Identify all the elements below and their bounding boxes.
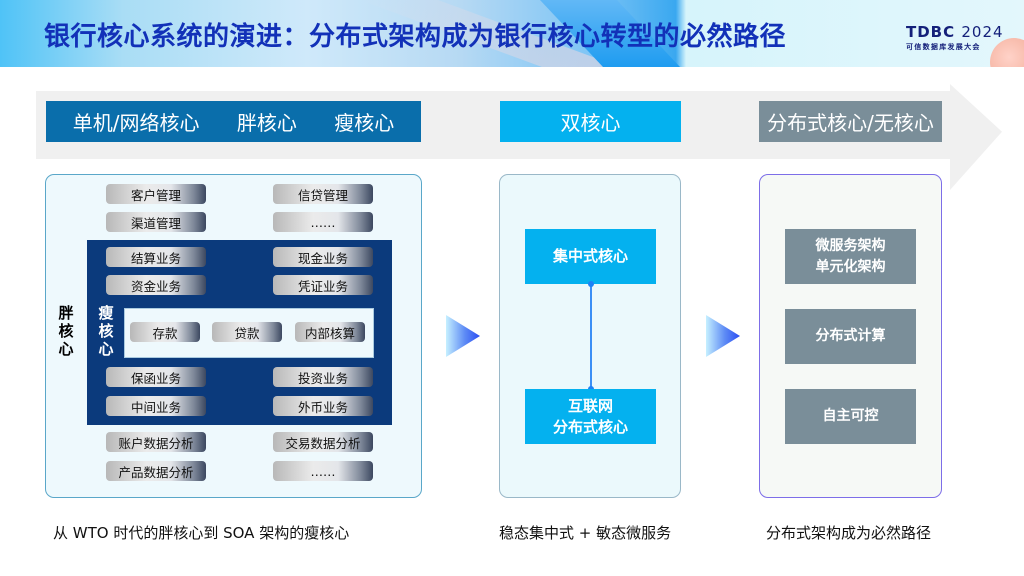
connector-dot bbox=[588, 281, 594, 287]
stage-label-dual-core-text: 双核心 bbox=[560, 111, 621, 135]
module-ellipsis: …… bbox=[273, 212, 373, 232]
stage-label-thin-core: 瘦核心 bbox=[334, 111, 395, 135]
internet-core-line1: 互联网 bbox=[567, 396, 613, 415]
distributed-computing-label: 分布式计算 bbox=[815, 328, 886, 344]
module-account-analytics: 账户数据分析 bbox=[106, 432, 206, 452]
thin-core-label-char: 瘦 bbox=[98, 304, 114, 322]
stage-label-fat-core: 胖核心 bbox=[236, 111, 297, 135]
fat-core-label-char: 心 bbox=[58, 340, 74, 358]
module-transaction-analytics: 交易数据分析 bbox=[273, 432, 373, 452]
stage-label-dual-core: 双核心 bbox=[500, 101, 681, 142]
thin-core-label-char: 心 bbox=[98, 340, 114, 358]
stage-label-standalone: 单机/网络核心 bbox=[72, 111, 200, 135]
next-arrow-icon bbox=[706, 315, 740, 357]
fat-core-label-char: 胖 bbox=[58, 304, 74, 322]
module-channel-mgmt: 渠道管理 bbox=[106, 212, 206, 232]
stage-label-distributed-text: 分布式核心/无核心 bbox=[767, 111, 934, 135]
centralized-core-label: 集中式核心 bbox=[552, 247, 628, 265]
distributed-computing-box: 分布式计算 bbox=[785, 309, 916, 364]
connector-line bbox=[590, 284, 592, 390]
module-customer-mgmt: 客户管理 bbox=[106, 184, 206, 204]
stage-label-distributed: 分布式核心/无核心 bbox=[759, 101, 942, 142]
self-controlled-label: 自主可控 bbox=[822, 408, 879, 424]
unitized-label: 单元化架构 bbox=[815, 258, 886, 275]
stage-label-fat-thin: 单机/网络核心 胖核心 瘦核心 bbox=[46, 101, 421, 142]
timeline-arrow-head bbox=[950, 84, 1002, 190]
microservice-box: 微服务架构 单元化架构 bbox=[785, 229, 916, 284]
centralized-core-box: 集中式核心 bbox=[525, 229, 656, 284]
module-intermediary: 中间业务 bbox=[106, 396, 206, 416]
next-arrow-icon bbox=[446, 315, 480, 357]
module-investment: 投资业务 bbox=[273, 367, 373, 387]
fat-core-label: 胖 核 心 bbox=[57, 304, 75, 358]
module-internal-accounting: 内部核算 bbox=[295, 322, 365, 342]
fat-core-label-char: 核 bbox=[58, 322, 74, 340]
module-product-analytics: 产品数据分析 bbox=[106, 461, 206, 481]
page-title: 银行核心系统的演进：分布式架构成为银行核心转型的必然路径 bbox=[44, 22, 787, 52]
brand-name: TDBC 2024 bbox=[906, 24, 1004, 40]
brand-subtitle: 可信数据库发展大会 bbox=[906, 43, 981, 51]
module-deposit: 存款 bbox=[130, 322, 200, 342]
module-foreign-currency: 外币业务 bbox=[273, 396, 373, 416]
brand-year: 2024 bbox=[961, 23, 1004, 41]
module-voucher: 凭证业务 bbox=[273, 275, 373, 295]
brand-name-text: TDBC bbox=[906, 23, 956, 41]
thin-core-label: 瘦 核 心 bbox=[97, 304, 115, 358]
module-ellipsis: …… bbox=[273, 461, 373, 481]
internet-core-line2: 分布式核心 bbox=[552, 417, 628, 436]
module-loan: 贷款 bbox=[212, 322, 282, 342]
caption-distributed: 分布式架构成为必然路径 bbox=[766, 524, 932, 542]
header-banner: 银行核心系统的演进：分布式架构成为银行核心转型的必然路径 TDBC 2024 可… bbox=[0, 0, 1024, 67]
caption-fat-thin: 从 WTO 时代的胖核心到 SOA 架构的瘦核心 bbox=[53, 524, 350, 542]
module-funds: 资金业务 bbox=[106, 275, 206, 295]
module-settlement: 结算业务 bbox=[106, 247, 206, 267]
brand-logo: TDBC 2024 可信数据库发展大会 bbox=[906, 24, 1004, 52]
microservice-label: 微服务架构 bbox=[815, 237, 886, 254]
thin-core-label-char: 核 bbox=[98, 322, 114, 340]
module-guarantee: 保函业务 bbox=[106, 367, 206, 387]
module-credit-mgmt: 信贷管理 bbox=[273, 184, 373, 204]
self-controlled-box: 自主可控 bbox=[785, 389, 916, 444]
internet-distributed-core-box: 互联网 分布式核心 bbox=[525, 389, 656, 444]
module-cash: 现金业务 bbox=[273, 247, 373, 267]
caption-dual-core: 稳态集中式 + 敏态微服务 bbox=[499, 524, 672, 542]
